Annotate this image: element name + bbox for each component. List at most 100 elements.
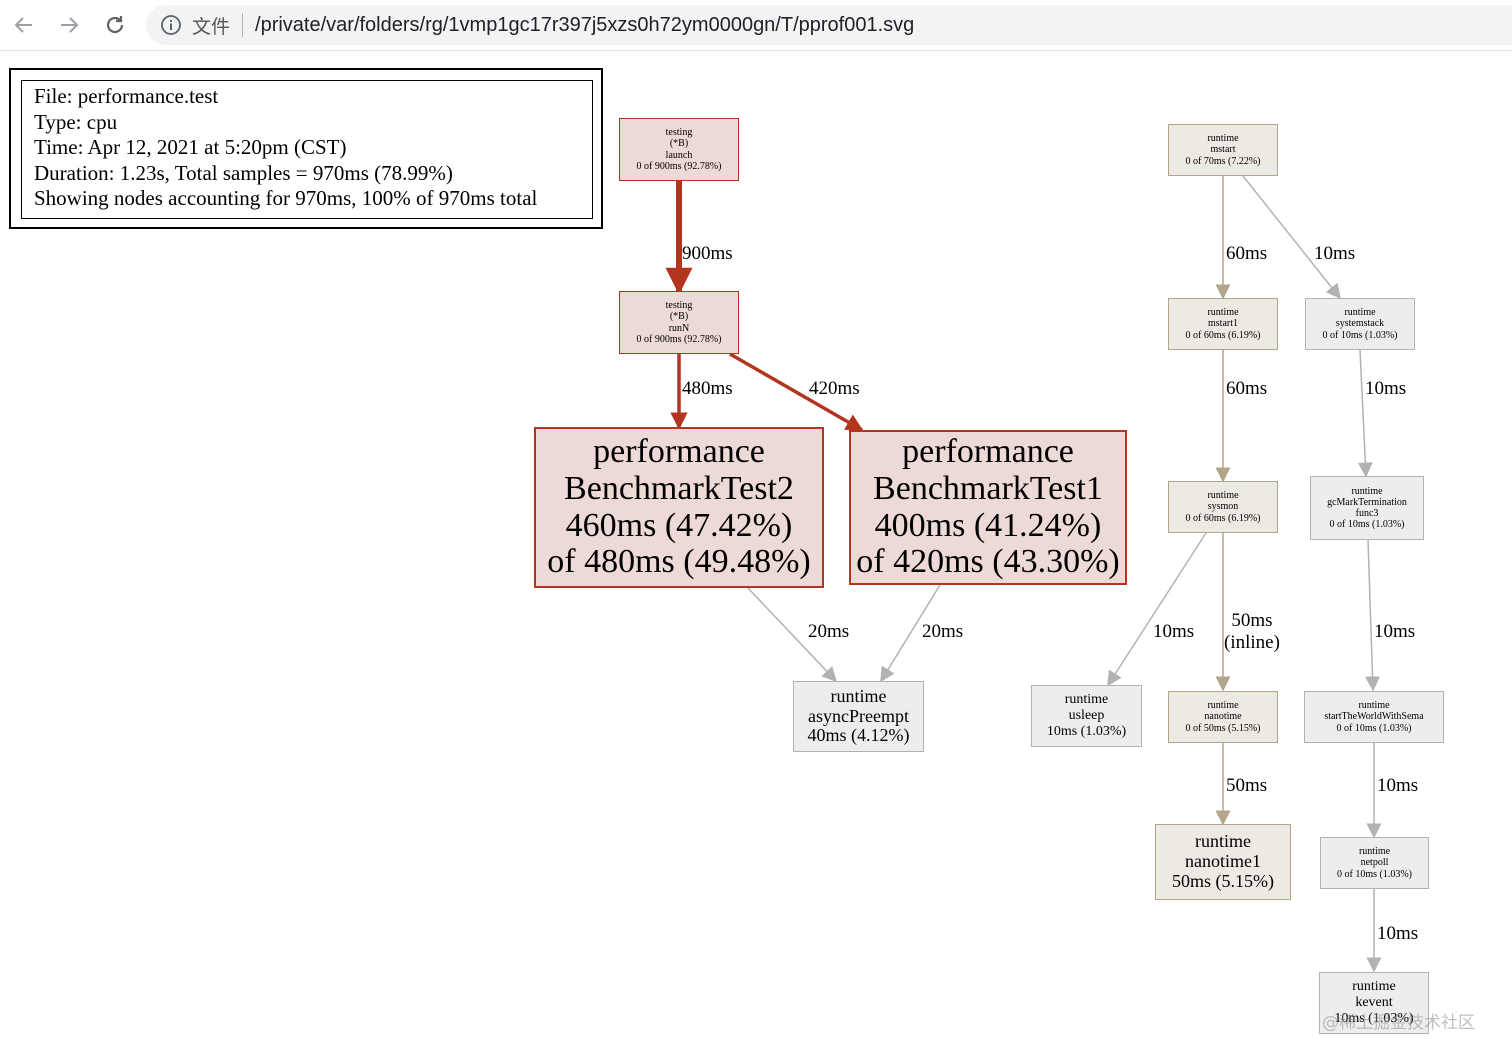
url-text[interactable]: /private/var/folders/rg/1vmp1gc17r397j5x… xyxy=(255,13,915,36)
edge-label-bench1-async: 20ms xyxy=(922,621,964,642)
reload-button[interactable] xyxy=(98,8,132,42)
node-line: 0 of 10ms (1.03%) xyxy=(1322,329,1398,341)
node-line: 0 of 900ms (92.78%) xyxy=(636,333,722,345)
node-testing-b-launch[interactable]: testing (*B) launch 0 of 900ms (92.78%) xyxy=(619,118,739,181)
node-line: (*B) xyxy=(669,138,689,150)
profile-legend: File: performance.test Type: cpu Time: A… xyxy=(9,68,603,229)
legend-type: Type: cpu xyxy=(34,109,118,134)
node-line: BenchmarkTest1 xyxy=(873,469,1103,507)
node-line: testing xyxy=(665,300,693,312)
node-line: 400ms (41.24%) xyxy=(874,506,1102,544)
node-line: 0 of 10ms (1.03%) xyxy=(1329,519,1405,531)
node-line: 460ms (47.42%) xyxy=(565,506,793,544)
node-line: runtime xyxy=(1064,691,1109,707)
legend-file: File: performance.test xyxy=(34,84,219,108)
legend-showing: Showing nodes accounting for 970ms, 100%… xyxy=(34,186,538,211)
node-line: launch xyxy=(665,149,693,161)
node-runtime-sysmon[interactable]: runtime sysmon 0 of 60ms (6.19%) xyxy=(1168,481,1278,533)
node-runtime-mstart[interactable]: runtime mstart 0 of 70ms (7.22%) xyxy=(1168,124,1278,176)
edge-systemstack-gcmark xyxy=(1357,349,1373,478)
info-circle-icon[interactable] xyxy=(160,14,182,36)
edge-label-nanotime-nanotime1: 50ms xyxy=(1226,775,1268,796)
node-line: runtime xyxy=(1352,978,1396,994)
node-line: performance xyxy=(902,433,1074,471)
call-graph-edges xyxy=(665,175,1382,973)
node-line: gcMarkTermination xyxy=(1327,496,1407,508)
node-testing-b-runN[interactable]: testing (*B) runN 0 of 900ms (92.78%) xyxy=(619,291,739,354)
node-runtime-nanotime1[interactable]: runtime nanotime1 50ms (5.15%) xyxy=(1155,824,1291,900)
legend-duration: Duration: 1.23s, Total samples = 970ms (… xyxy=(34,160,453,185)
edge-mstart-systemstack xyxy=(1242,175,1341,300)
node-runtime-gcmarktermination-func3[interactable]: runtime gcMarkTermination func3 0 of 10m… xyxy=(1310,476,1424,540)
profile-legend-inner: File: performance.test Type: cpu Time: A… xyxy=(21,80,593,219)
edge-label-mstart-systemstack: 10ms xyxy=(1314,243,1356,264)
edge-label-sysmon-nanotime: 50ms (inline) xyxy=(1224,610,1280,654)
node-line: 0 of 60ms (6.19%) xyxy=(1185,329,1261,341)
node-line: netpoll xyxy=(1360,857,1389,869)
node-line: 0 of 60ms (6.19%) xyxy=(1185,512,1261,524)
node-line: of 480ms (49.48%) xyxy=(547,543,811,581)
address-bar[interactable]: 文件 /private/var/folders/rg/1vmp1gc17r397… xyxy=(146,5,1512,45)
node-line: runtime xyxy=(1344,307,1376,319)
node-line: mstart xyxy=(1210,144,1236,156)
watermark: @稀土掘金技术社区 xyxy=(1322,1013,1475,1033)
node-line: runtime xyxy=(1207,490,1239,502)
edge-label-runN-bench2: 480ms xyxy=(682,378,733,399)
node-line: 10ms (1.03%) xyxy=(1046,724,1127,740)
node-runtime-usleep[interactable]: runtime usleep 10ms (1.03%) xyxy=(1031,685,1142,747)
edge-runN-bench1 xyxy=(729,352,864,432)
edge-label-startworld-netpoll: 10ms xyxy=(1377,775,1419,796)
forward-button[interactable] xyxy=(52,8,86,42)
edge-label-line: 50ms xyxy=(1231,610,1273,631)
edge-label-systemstack-gcmark: 10ms xyxy=(1365,378,1407,399)
edge-label-bench2-async: 20ms xyxy=(808,621,850,642)
node-runtime-mstart1[interactable]: runtime mstart1 0 of 60ms (6.19%) xyxy=(1168,298,1278,350)
reload-icon xyxy=(106,16,124,34)
node-line: runtime xyxy=(1358,846,1391,858)
edge-label-runN-bench1: 420ms xyxy=(809,378,860,399)
node-line: 0 of 10ms (1.03%) xyxy=(1337,868,1412,880)
edge-label-sysmon-usleep: 10ms xyxy=(1153,621,1195,642)
edge-bench1-async xyxy=(880,584,941,683)
node-line: 50ms (5.15%) xyxy=(1172,870,1274,891)
node-line: of 420ms (43.30%) xyxy=(856,543,1120,581)
edge-label-launch-runN: 900ms xyxy=(682,243,733,264)
arrow-left-icon xyxy=(14,17,32,33)
node-line: func3 xyxy=(1355,508,1379,519)
back-button[interactable] xyxy=(7,8,41,42)
node-line: startTheWorldWithSema xyxy=(1324,711,1424,723)
edge-label-gcmark-startworld: 10ms xyxy=(1374,621,1416,642)
node-line: mstart1 xyxy=(1208,318,1238,330)
edge-label-mstart1-sysmon: 60ms xyxy=(1226,378,1268,399)
node-line: (*B) xyxy=(669,311,689,323)
node-runtime-systemstack[interactable]: runtime systemstack 0 of 10ms (1.03%) xyxy=(1305,298,1415,350)
file-scheme-label: 文件 xyxy=(192,15,231,38)
node-line: usleep xyxy=(1068,707,1105,723)
node-runtime-starttheworldwithsema[interactable]: runtime startTheWorldWithSema 0 of 10ms … xyxy=(1304,691,1444,743)
node-line: nanotime1 xyxy=(1185,851,1261,872)
node-line: BenchmarkTest2 xyxy=(564,469,794,507)
arrow-right-icon xyxy=(61,17,79,33)
node-line: runN xyxy=(668,322,690,334)
node-line: 0 of 900ms (92.78%) xyxy=(636,160,722,172)
edge-label-line: (inline) xyxy=(1224,632,1280,653)
edge-gcmark-startworld xyxy=(1365,539,1381,692)
node-line: runtime xyxy=(1207,700,1239,712)
node-line: runtime xyxy=(1358,700,1390,712)
node-line: asyncPreempt xyxy=(808,705,909,726)
node-benchmark-test1[interactable]: performance BenchmarkTest1 400ms (41.24%… xyxy=(849,430,1127,585)
node-line: 0 of 70ms (7.22%) xyxy=(1185,155,1261,167)
node-line: 40ms (4.12%) xyxy=(807,725,910,746)
node-runtime-asyncpreempt[interactable]: runtime asyncPreempt 40ms (4.12%) xyxy=(793,681,924,752)
node-line: runtime xyxy=(1195,831,1251,852)
node-runtime-nanotime[interactable]: runtime nanotime 0 of 50ms (5.15%) xyxy=(1168,691,1278,743)
node-line: performance xyxy=(593,433,765,471)
node-line: kevent xyxy=(1355,994,1393,1010)
node-benchmark-test2[interactable]: performance BenchmarkTest2 460ms (47.42%… xyxy=(534,427,824,588)
edge-bench2-async xyxy=(747,587,838,683)
node-runtime-kevent[interactable]: runtime kevent 10ms (1.03%) xyxy=(1319,972,1429,1034)
node-line: runtime xyxy=(1351,485,1383,497)
node-line: sysmon xyxy=(1207,501,1239,513)
node-runtime-netpoll[interactable]: runtime netpoll 0 of 10ms (1.03%) xyxy=(1320,837,1429,889)
node-line: nanotime xyxy=(1204,711,1242,723)
